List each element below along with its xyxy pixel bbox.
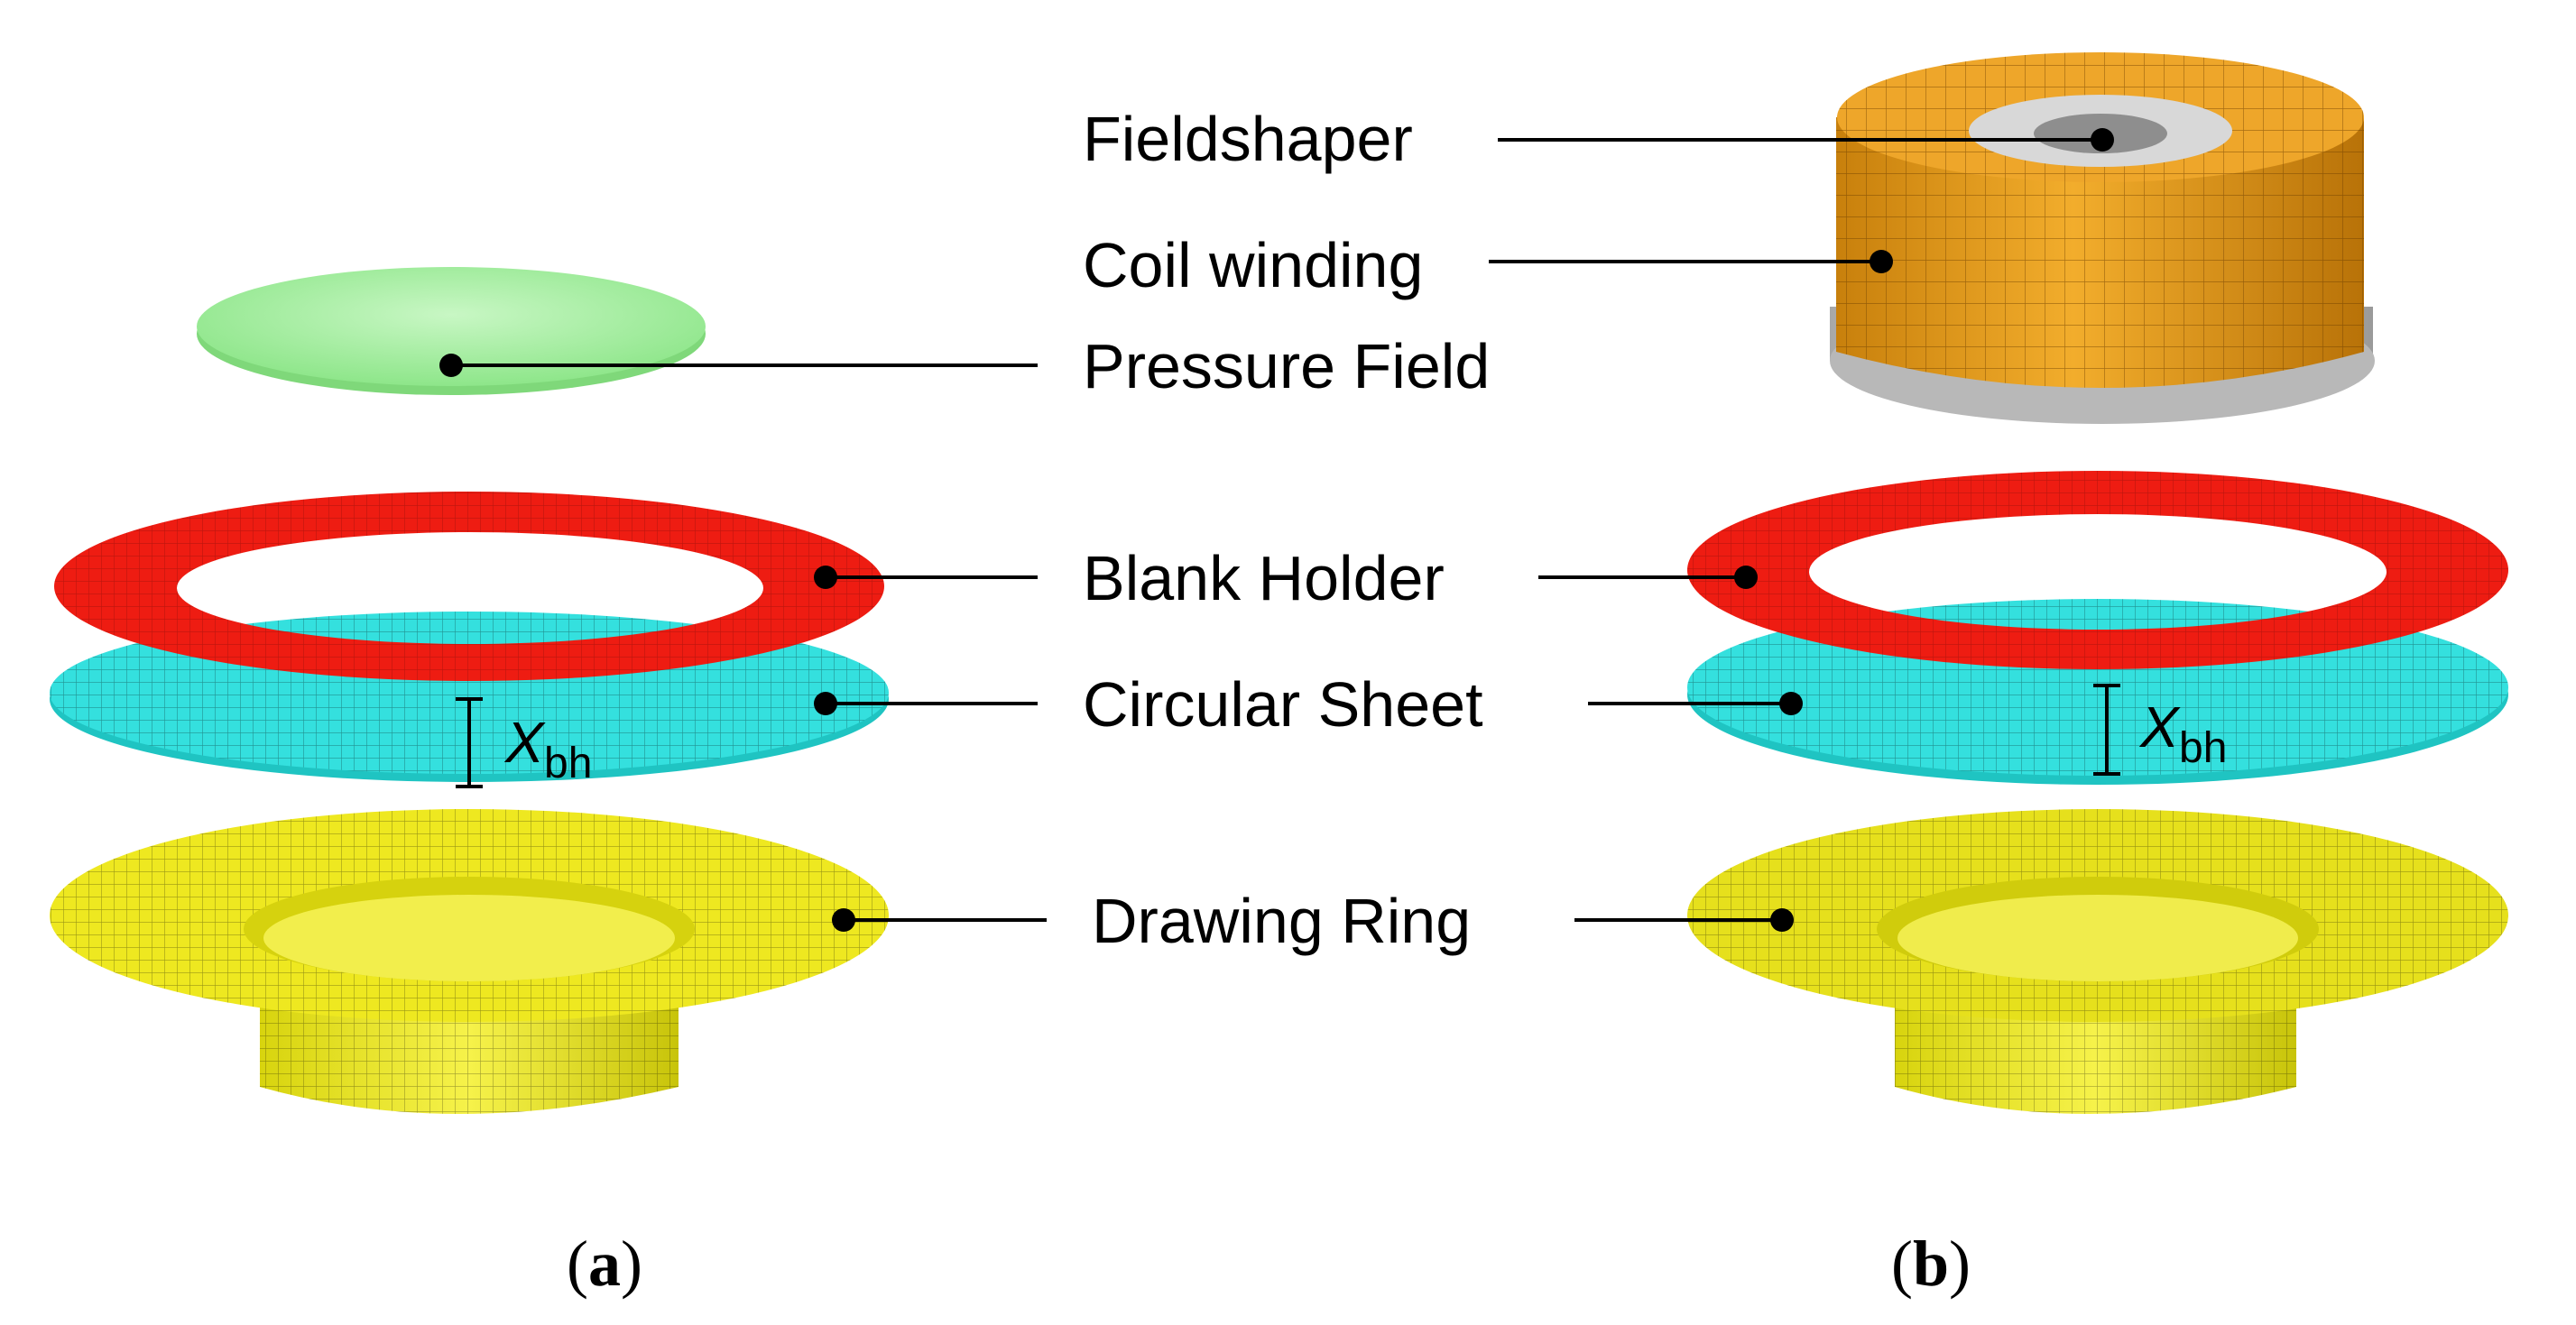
xbh-dimension-a: X bh: [456, 697, 592, 788]
label-circular-sheet: Circular Sheet: [814, 669, 1803, 740]
subfigure-label-a: (a): [567, 1228, 642, 1300]
xbh-symbol-b: X: [2138, 695, 2181, 759]
label-coil-winding: Coil winding: [1083, 230, 1893, 300]
coil-winding-label: Coil winding: [1083, 230, 1423, 300]
subfigure-a: X bh (a): [50, 267, 889, 1300]
circular-sheet-label: Circular Sheet: [1083, 669, 1483, 740]
subfigure-label-b: (b): [1891, 1228, 1971, 1300]
label-pressure-field: Pressure Field: [439, 331, 1490, 401]
coil-assembly: [1830, 52, 2375, 424]
label-blank-holder: Blank Holder: [814, 543, 1758, 613]
xbh-subscript-a: bh: [544, 740, 592, 787]
xbh-dimension-b: X bh: [2093, 684, 2227, 776]
label-drawing-ring: Drawing Ring: [832, 886, 1794, 956]
pressure-field-label: Pressure Field: [1083, 331, 1490, 401]
fieldshaper-label: Fieldshaper: [1083, 104, 1413, 174]
blank-holder-b: [1687, 471, 2508, 669]
drawing-ring-label: Drawing Ring: [1092, 886, 1471, 956]
xbh-symbol-a: X: [503, 710, 546, 775]
subfigure-b: X bh (b): [1687, 52, 2508, 1300]
blank-holder-a: [54, 492, 884, 681]
label-fieldshaper: Fieldshaper: [1083, 104, 2114, 174]
drawing-ring-a: [50, 809, 889, 1114]
drawing-ring-b: [1687, 809, 2508, 1114]
blank-holder-label: Blank Holder: [1083, 543, 1445, 613]
xbh-subscript-b: bh: [2179, 724, 2227, 772]
